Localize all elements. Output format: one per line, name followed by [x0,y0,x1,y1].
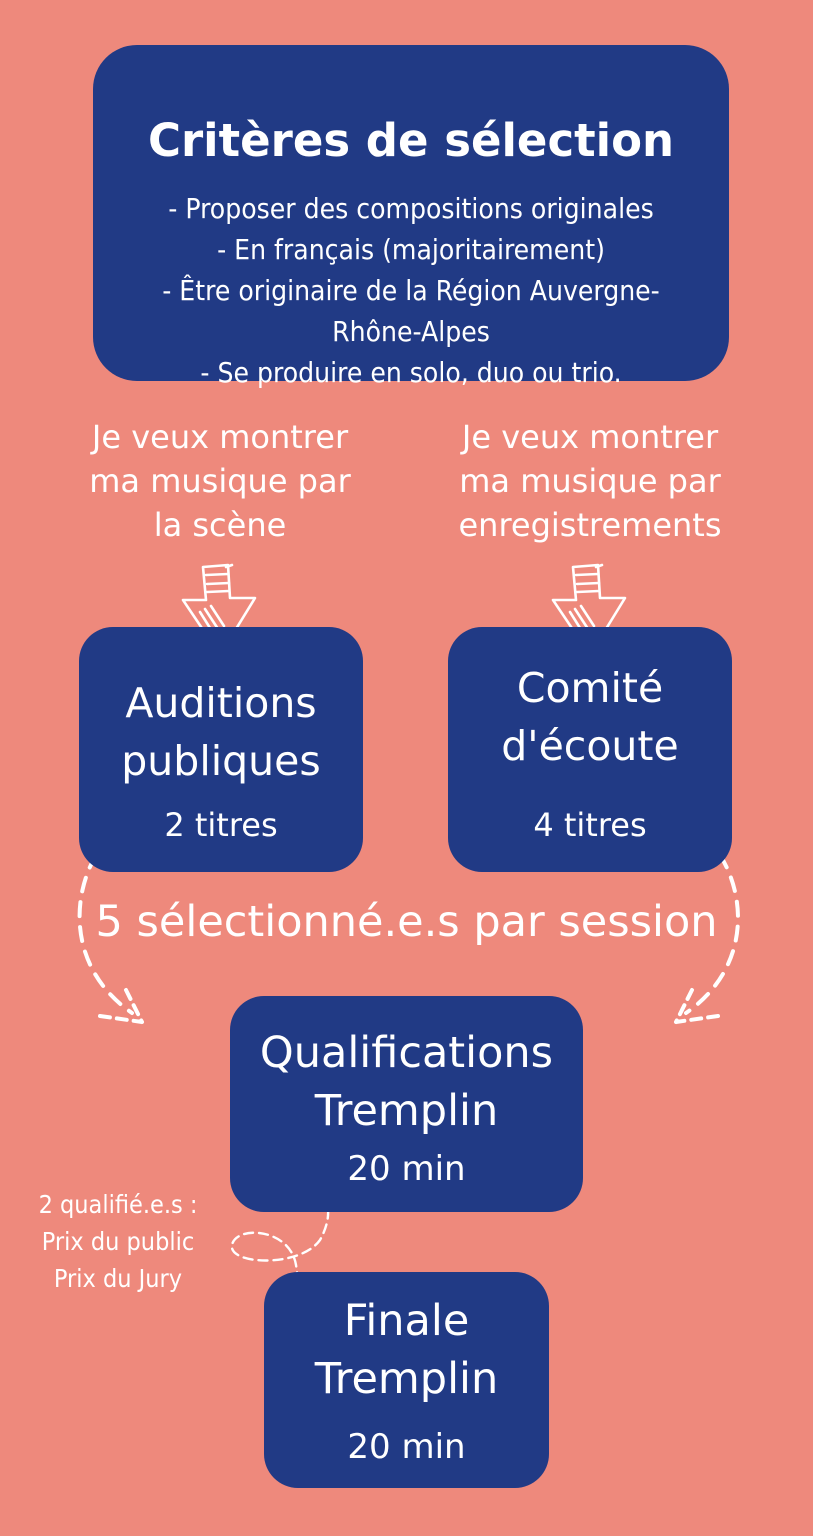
path-recording-line: ma musique par [459,462,721,500]
dashed-arrow-icon-left [77,853,144,1024]
qualified-note-line: Prix du public [41,1227,195,1256]
qualifications-box: Qualifications Tremplin 20 min [230,996,583,1212]
qualified-note-line: 2 qualifié.e.s : [38,1190,198,1219]
qualifications-title-line: Tremplin [314,1086,499,1136]
finale-duration: 20 min [347,1427,466,1467]
auditions-title: Auditions publiques [79,674,363,790]
qualifications-title: Qualifications Tremplin [230,1024,583,1140]
criteria-title: Critères de sélection [147,114,675,167]
comite-title: Comité d'écoute [448,659,732,775]
qualified-note: 2 qualifié.e.s : Prix du public Prix du … [0,1186,236,1297]
path-recording-line: Je veux montrer [461,418,719,456]
auditions-tracks: 2 titres [164,806,278,844]
dashed-arrow-icon-right [674,853,740,1024]
path-stage-label: Je veux montrer ma musique par la scène [60,415,380,547]
auditions-title-line: Auditions [125,679,317,727]
auditions-title-line: publiques [121,737,321,785]
path-stage-line: ma musique par [89,462,351,500]
path-recording-line: enregistrements [458,506,722,544]
path-recording-label: Je veux montrer ma musique par enregistr… [430,415,750,547]
comite-title-line: d'écoute [501,722,679,770]
finale-title: Finale Tremplin [264,1292,549,1408]
criteria-item: - Proposer des compositions originales [168,192,654,225]
path-stage-line: Je veux montrer [91,418,349,456]
criteria-list: - Proposer des compositions originales -… [93,188,729,393]
comite-title-line: Comité [516,664,664,712]
qualifications-title-line: Qualifications [259,1028,554,1078]
comite-box: Comité d'écoute 4 titres [448,627,732,872]
auditions-box: Auditions publiques 2 titres [79,627,363,872]
finale-title-line: Tremplin [314,1354,499,1404]
finale-title-line: Finale [343,1296,470,1346]
criteria-item: - Être originaire de la Région Auvergne- [162,274,660,307]
qualified-note-line: Prix du Jury [53,1264,183,1293]
finale-box: Finale Tremplin 20 min [264,1272,549,1488]
criteria-item: - Se produire en solo, duo ou trio. [200,356,622,389]
qualifications-duration: 20 min [347,1149,466,1189]
criteria-item: Rhône-Alpes [332,315,490,348]
criteria-item: - En français (majoritairement) [217,233,605,266]
criteria-box: Critères de sélection - Proposer des com… [93,45,729,389]
comite-tracks: 4 titres [533,806,647,844]
path-stage-line: la scène [153,506,287,544]
selected-per-session: 5 sélectionné.e.s par session [95,897,718,947]
